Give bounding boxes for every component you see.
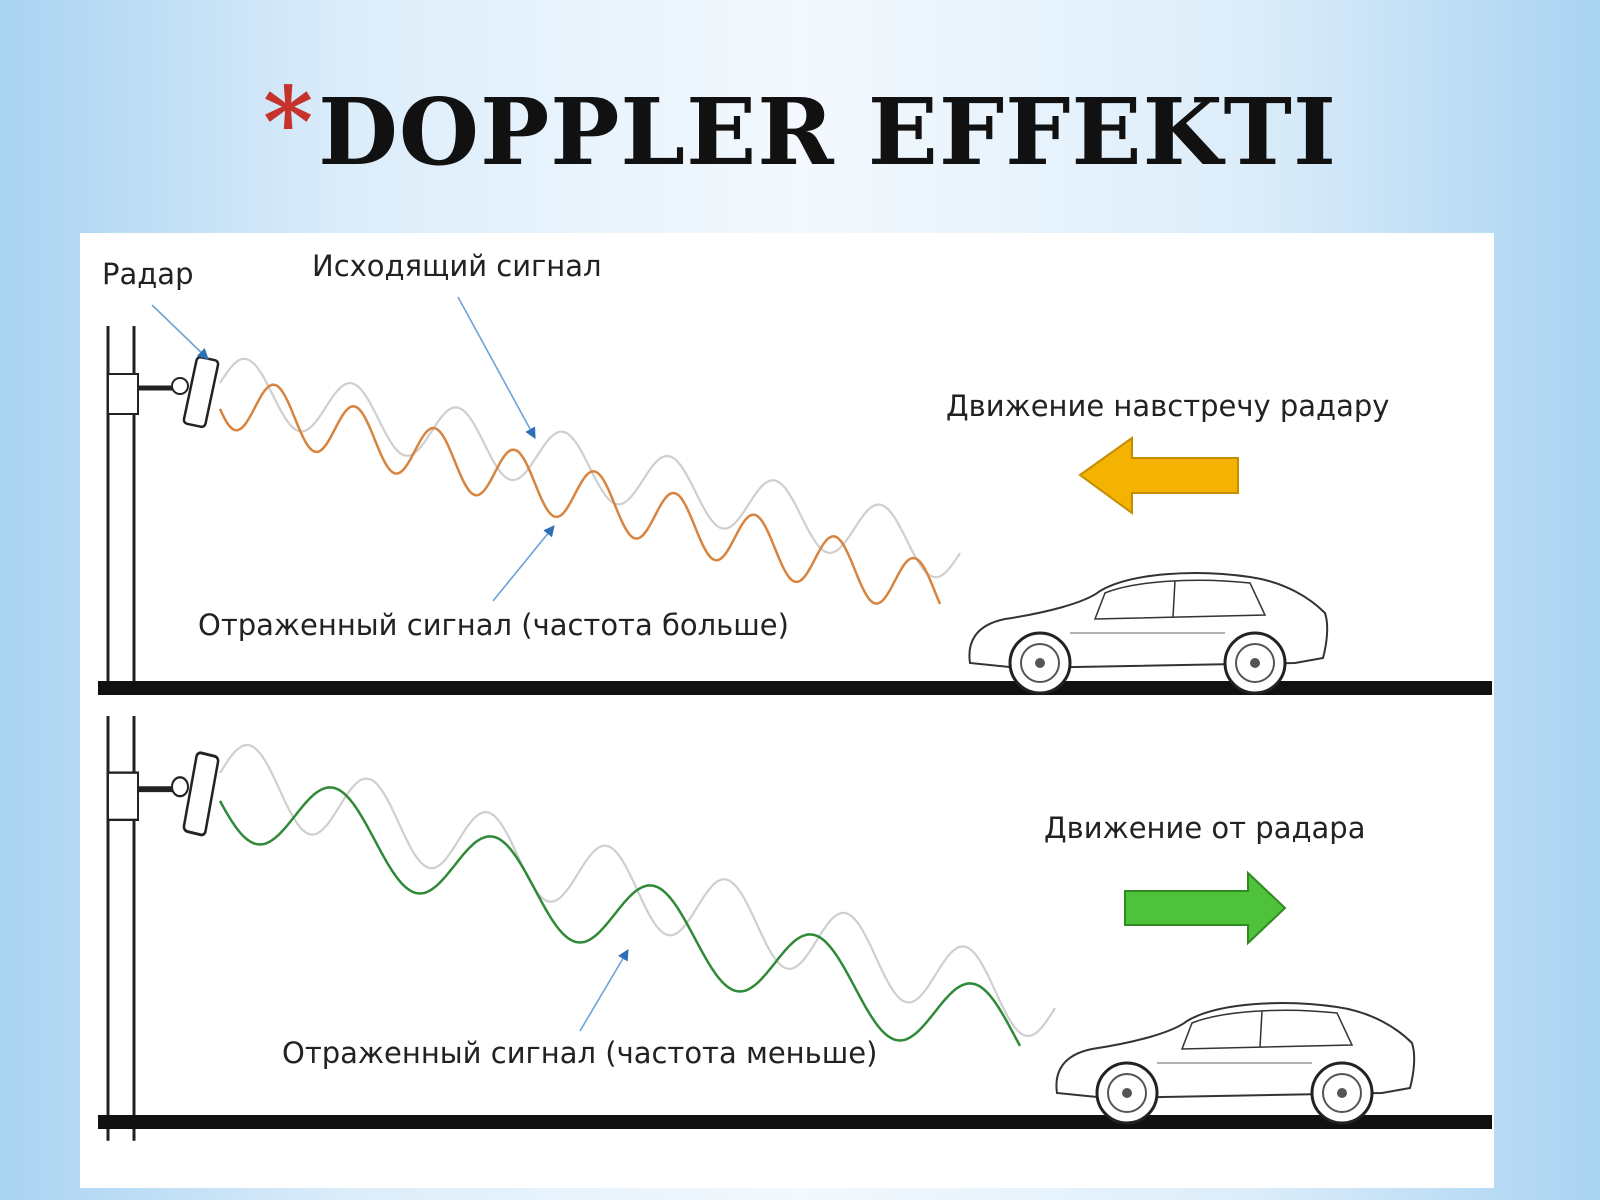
ground-line-top xyxy=(98,681,1492,695)
car-icon xyxy=(967,571,1329,695)
slide-title: * DOPPLER EFFEKTI xyxy=(0,66,1600,188)
doppler-diagram xyxy=(98,296,1492,1188)
reflected-pointer-arrow-bottom xyxy=(579,949,629,1032)
diagram-panel: Радар Исходящий сигнал Движение навстреч… xyxy=(80,233,1494,1188)
top-motion-label: Движение навстречу радару xyxy=(946,389,1390,423)
reflected-signal-wave-lower xyxy=(218,786,1022,1047)
motion-arrow-right xyxy=(1124,870,1287,946)
ground-line-bottom xyxy=(98,1115,1492,1129)
outgoing-pointer-arrow xyxy=(457,296,536,439)
bottom-scene xyxy=(98,716,1492,1141)
outgoing-signal-wave xyxy=(219,357,961,579)
pole-icon xyxy=(108,716,219,1141)
reflected-pointer-arrow-top xyxy=(492,525,555,602)
bottom-motion-label: Движение от радара xyxy=(1044,811,1366,845)
bottom-reflected-label: Отраженный сигнал (частота меньше) xyxy=(282,1036,878,1070)
top-reflected-label: Отраженный сигнал (частота больше) xyxy=(198,608,789,642)
reflected-signal-wave-higher xyxy=(218,383,942,605)
top-scene xyxy=(98,296,1492,695)
motion-arrow-left xyxy=(1078,436,1239,515)
radar-pointer-arrow xyxy=(151,304,209,360)
title-bullet: * xyxy=(262,66,315,179)
car-icon xyxy=(1054,1001,1416,1125)
outgoing-signal-label: Исходящий сигнал xyxy=(312,249,602,283)
title-text: DOPPLER EFFEKTI xyxy=(318,78,1338,186)
radar-label: Радар xyxy=(102,257,194,291)
